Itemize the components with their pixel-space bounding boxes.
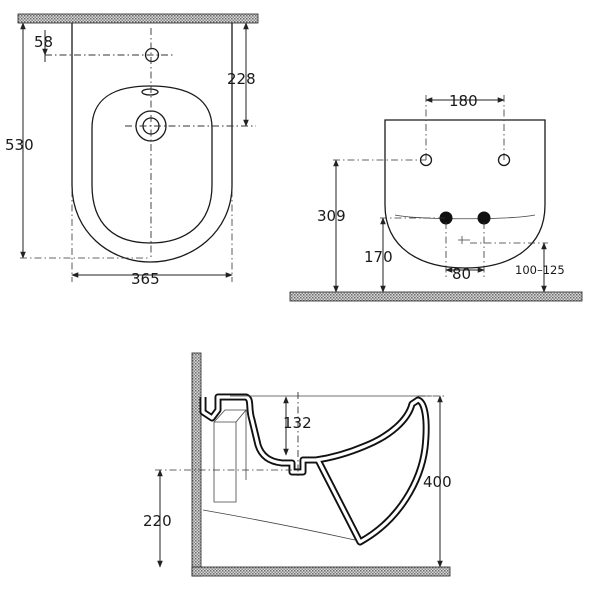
- overflow-slot: [141, 88, 159, 96]
- waste-symbol: [458, 236, 470, 244]
- bidet-section: [199, 393, 430, 546]
- front-lower-line: [394, 214, 536, 220]
- tap-hole: [144, 47, 160, 63]
- dim-180-label: 180: [449, 92, 478, 110]
- top-wall-hatch: [17, 13, 259, 24]
- supply-hole-right: [477, 211, 491, 225]
- dim-309-label: 309: [317, 207, 346, 225]
- concealed-frame-top: [213, 409, 247, 423]
- dim-80-label: 80: [452, 265, 471, 283]
- supply-hole-left: [439, 211, 453, 225]
- fixing-hole-right: [497, 153, 511, 167]
- dim-400-label: 400: [423, 473, 452, 491]
- bottom-profile: [202, 509, 356, 541]
- dim-220-label: 220: [143, 512, 172, 530]
- dim-100-125-label: 100–125: [515, 263, 565, 277]
- dim-228-label: 228: [227, 70, 256, 88]
- top-bowl-outline: [71, 23, 233, 263]
- dim-170-label: 170: [364, 248, 393, 266]
- dim-132-label: 132: [283, 414, 312, 432]
- front-floor-hatch: [289, 291, 583, 302]
- bidet-section-highlight: [201, 395, 428, 544]
- top-bowl-inner: [91, 85, 213, 244]
- front-view: 180 309 170 80 100–125: [289, 92, 583, 302]
- side-floor-hatch: [191, 566, 451, 577]
- dim-58-label: 58: [34, 33, 53, 51]
- top-view: 58 228 530 365: [5, 13, 259, 288]
- dim-365-label: 365: [131, 270, 160, 288]
- front-outline: [384, 119, 546, 269]
- dim-530-label: 530: [5, 136, 34, 154]
- side-wall-hatch: [191, 352, 202, 577]
- concealed-frame: [213, 421, 237, 503]
- side-view: 132 220 400: [143, 352, 452, 577]
